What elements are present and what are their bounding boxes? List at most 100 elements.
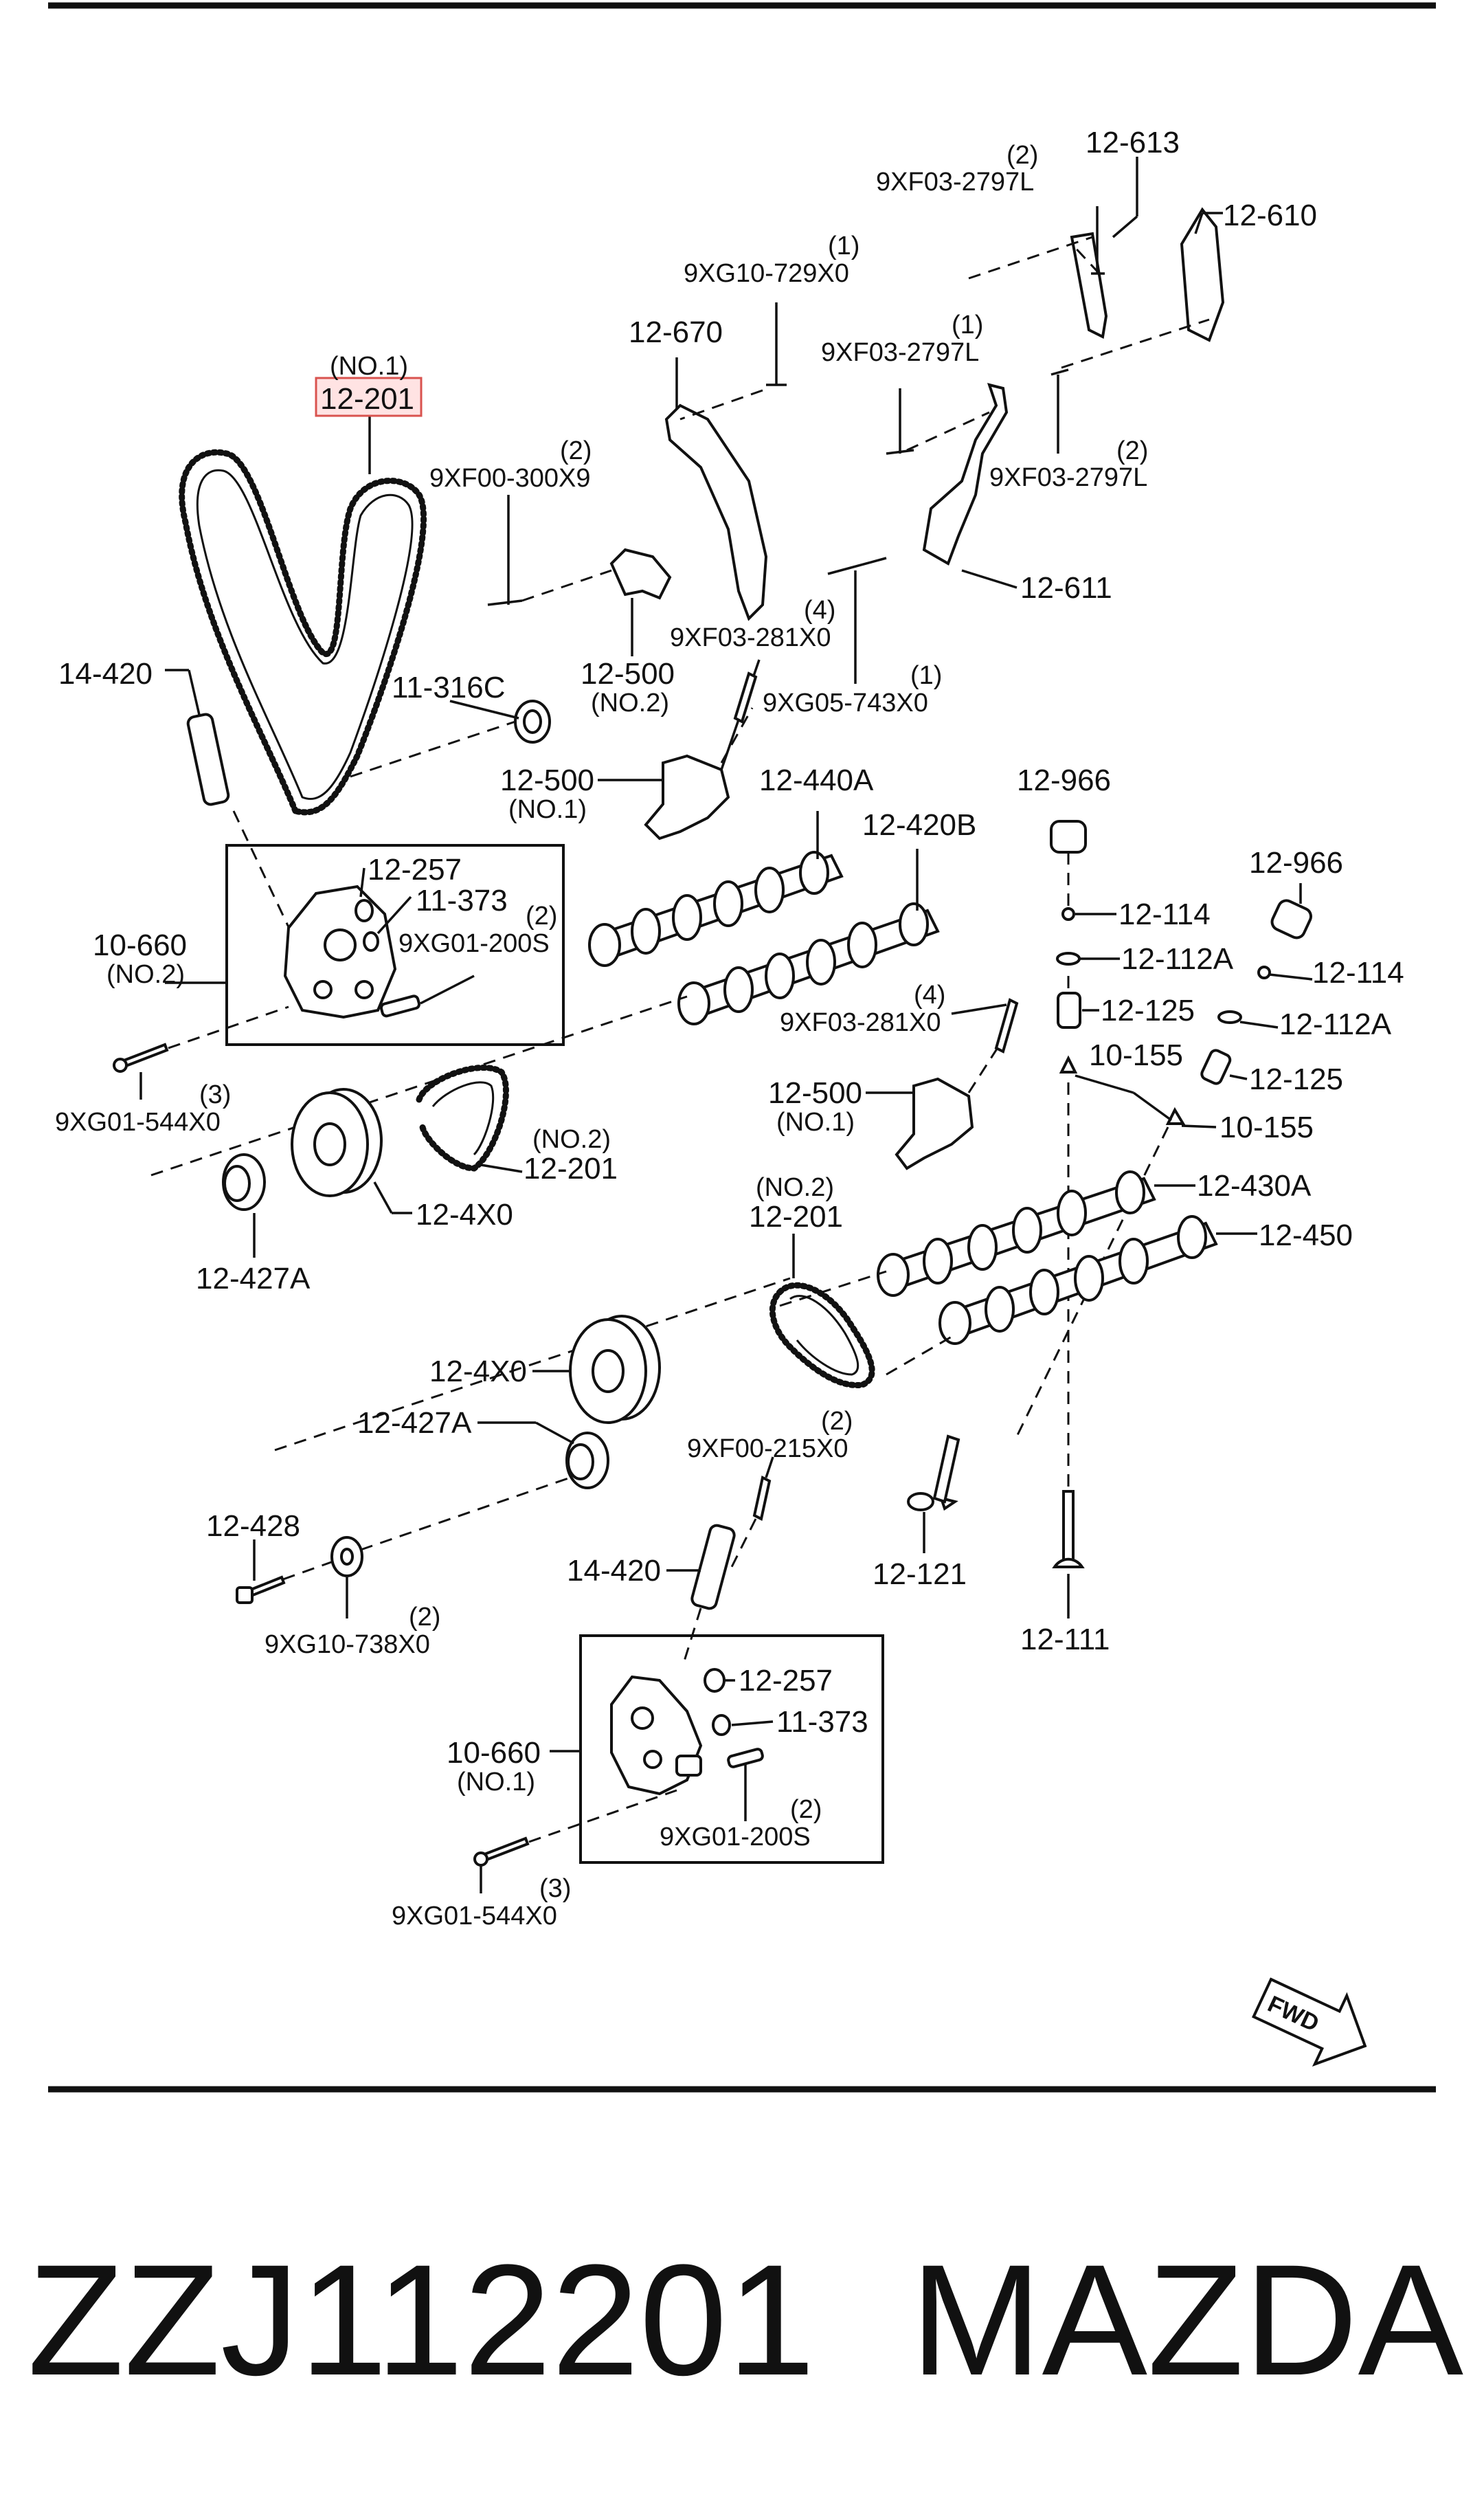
valve-12-111 <box>1052 1490 1085 1618</box>
label-9xg10-738x0: 9XG10-738X0 <box>265 1630 430 1659</box>
label-14-420-top: 14-420 <box>58 657 153 691</box>
washer-9xg10-738x0 <box>330 1536 363 1618</box>
label-10-660-no2: 10-660 <box>93 928 187 962</box>
label-9xf03-2797l-r-qty: (2) <box>1116 436 1148 465</box>
label-12-201-no1: 12-201 <box>320 382 414 416</box>
bolt-9xg01-544x0-bottom-group <box>473 1789 677 1893</box>
label-10-660-no1-sub: (NO.1) <box>457 1768 535 1796</box>
label-9xg01-544x0-bottom: 9XG01-544X0 <box>392 1902 557 1931</box>
ocv-14-420-top-group <box>165 669 297 942</box>
label-9xf03-281x0-mid-qty: (4) <box>914 981 945 1010</box>
label-9xf00-215x0-qty: (2) <box>821 1407 853 1436</box>
valve-12-121 <box>907 1434 960 1553</box>
label-9xg01-544x0-top-qty: (3) <box>199 1080 231 1109</box>
label-9xf03-2797l-mid: 9XF03-2797L <box>821 338 979 367</box>
seal-11-316c-group <box>449 700 551 744</box>
label-12-966-a: 12-966 <box>1017 764 1111 797</box>
ocv-housing-10-660-no1 <box>550 1668 774 1821</box>
bolt-12-428 <box>236 1476 571 1604</box>
label-12-125-b: 12-125 <box>1249 1063 1343 1096</box>
ocv-14-420-bottom-group <box>666 1524 736 1664</box>
part-number-caption: ZZJ112201 <box>27 2232 815 2408</box>
keeper-12-114-b <box>1257 966 1271 979</box>
timing-chain-12-201-no1 <box>179 404 516 816</box>
label-10-155-b: 10-155 <box>1219 1111 1314 1144</box>
label-9xf03-281x0-mid: 9XF03-281X0 <box>780 1008 941 1037</box>
label-12-111: 12-111 <box>1020 1623 1110 1656</box>
ocv-housing-box-no2 <box>225 844 565 1046</box>
label-12-121: 12-121 <box>873 1557 967 1591</box>
label-9xf03-2797l-top-qty: (2) <box>1007 141 1038 170</box>
chain-tensioner-12-500-no1-mid <box>895 1077 974 1170</box>
label-9xg01-200s-bottom: 9XG01-200S <box>660 1823 811 1851</box>
label-10-155-a: 10-155 <box>1089 1038 1183 1072</box>
label-12-114-a: 12-114 <box>1118 898 1211 931</box>
brand-caption: MAZDA <box>910 2232 1463 2408</box>
label-12-500-no1-top: 12-500 <box>500 764 594 797</box>
o-ring-12-257-bottom <box>704 1668 726 1693</box>
label-9xf00-300x9: 9XF00-300X9 <box>429 464 591 493</box>
cam-sprocket-12-4x0-b <box>532 1315 661 1424</box>
camshaft-12-450 <box>886 1215 1257 1376</box>
label-10-660-no1: 10-660 <box>447 1736 541 1770</box>
ocv-housing-box-no1 <box>579 1634 884 1864</box>
camshaft-12-440a <box>588 811 844 967</box>
label-9xg01-200s-top: 9XG01-200S <box>398 929 550 958</box>
bolt-9xg01-544x0-top-group <box>113 1005 289 1100</box>
label-9xg10-729x0: 9XG10-729X0 <box>684 259 849 288</box>
label-9xf00-300x9-qty: (2) <box>560 436 592 465</box>
spring-12-125-a <box>1057 992 1081 1029</box>
chain-guide-12-670 <box>664 403 768 621</box>
cam-sprocket-12-4x0-a <box>291 1088 412 1214</box>
label-9xg05-743x0-qty: (1) <box>910 661 942 690</box>
label-9xg05-743x0: 9XG05-743X0 <box>763 689 928 717</box>
label-9xg01-200s-bottom-qty: (2) <box>790 1795 822 1824</box>
label-12-670: 12-670 <box>629 315 723 349</box>
label-12-4x0-b: 12-4X0 <box>429 1355 527 1388</box>
label-12-420b: 12-420B <box>862 808 976 842</box>
chain-tensioner-12-500-no1 <box>644 754 730 841</box>
label-11-373-top: 11-373 <box>416 884 508 917</box>
label-12-112a-b: 12-112A <box>1279 1008 1392 1041</box>
highlighted-part-box <box>315 377 423 417</box>
valve-seal-10-155-b <box>1165 1106 1186 1125</box>
label-12-500-no1-mid: 12-500 <box>768 1076 862 1110</box>
label-12-201-no2a-sub: (NO.2) <box>532 1125 611 1154</box>
label-9xg10-729x0-qty: (1) <box>828 232 859 260</box>
ocv-housing-10-660-no2 <box>165 867 475 1019</box>
label-12-257-bottom: 12-257 <box>739 1664 833 1698</box>
label-12-500-no1-mid-sub: (NO.1) <box>776 1108 855 1137</box>
label-12-428: 12-428 <box>206 1509 300 1543</box>
label-12-966-b: 12-966 <box>1249 846 1343 880</box>
label-12-427a-a: 12-427A <box>196 1262 311 1295</box>
o-ring-11-373-top <box>363 931 379 952</box>
label-12-500-no2: 12-500 <box>581 657 675 691</box>
label-12-201-no2b: 12-201 <box>749 1200 843 1234</box>
label-12-500-no1-top-sub: (NO.1) <box>508 795 587 824</box>
callout-labels: 12-613 (2) 9XF03-2797L 12-610 (1) 9XG10-… <box>55 126 1404 1931</box>
guide-12-670-group <box>664 302 787 621</box>
timing-chain-12-201-no2-b <box>274 1234 875 1451</box>
label-11-316c: 11-316C <box>392 671 506 704</box>
chain-tensioner-12-500-no2 <box>609 548 672 600</box>
upper-guide-group <box>886 157 1225 589</box>
label-9xf03-2797l-mid-qty: (1) <box>952 311 983 340</box>
label-12-613: 12-613 <box>1086 126 1180 159</box>
label-12-430a: 12-430A <box>1197 1169 1312 1203</box>
label-12-610: 12-610 <box>1223 199 1317 232</box>
keeper-12-114-a <box>1061 907 1075 921</box>
oil-control-valve-14-420 <box>186 713 230 806</box>
pin-9xg01-200s-bottom <box>727 1748 764 1768</box>
label-12-257-top: 12-257 <box>368 853 462 887</box>
spring-seat-12-112a-b <box>1217 1010 1242 1024</box>
label-9xf00-215x0: 9XF00-215X0 <box>687 1434 848 1463</box>
label-9xg01-544x0-bottom-qty: (3) <box>539 1874 571 1903</box>
pin-9xg01-200s-top <box>379 994 421 1018</box>
label-12-440a: 12-440A <box>759 764 874 797</box>
label-11-373-bottom: 11-373 <box>776 1705 868 1739</box>
label-9xg01-200s-top-qty: (2) <box>526 902 557 931</box>
tensioner-12-500-no1-top-group <box>598 671 758 841</box>
camshaft-12-420b <box>150 849 940 1177</box>
spring-12-125-b <box>1200 1049 1232 1085</box>
label-12-201-no2b-sub: (NO.2) <box>756 1173 834 1202</box>
